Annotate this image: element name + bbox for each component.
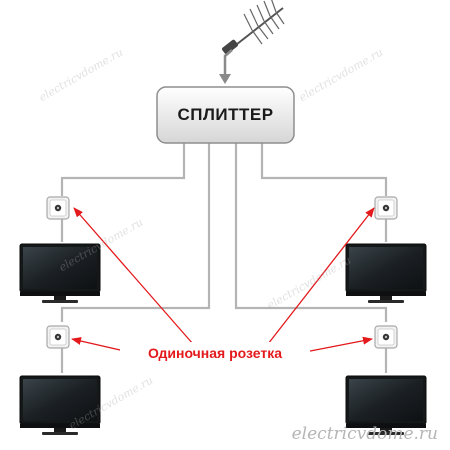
antenna-icon bbox=[219, 0, 285, 84]
tv-socket-icon bbox=[374, 196, 398, 220]
tv-socket-icon bbox=[374, 325, 398, 349]
tv-icon bbox=[19, 375, 101, 436]
tv-icon bbox=[19, 243, 101, 304]
tv-icon bbox=[345, 243, 427, 304]
cable-lines bbox=[60, 143, 388, 373]
tv-socket-icon bbox=[46, 196, 70, 220]
tv-socket-icon bbox=[46, 325, 70, 349]
socket-callout-label: Одиночная розетка bbox=[120, 342, 310, 364]
site-watermark: electricvdome.ru bbox=[291, 424, 438, 444]
splitter-box bbox=[156, 86, 295, 144]
callout-arrows bbox=[71, 207, 375, 354]
